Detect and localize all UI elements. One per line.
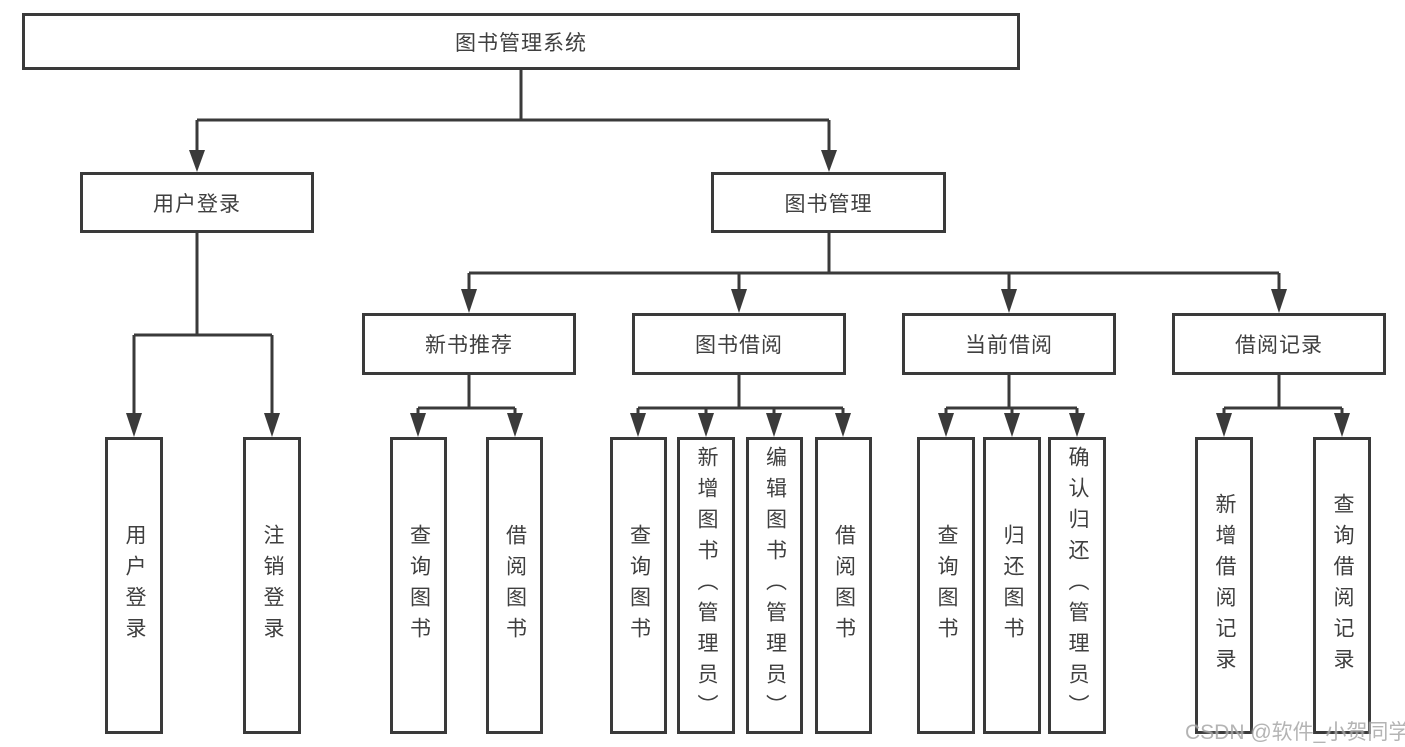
- node-user-login-label: 用户登录: [153, 192, 241, 216]
- node-borrowing-records-label: 借阅记录: [1235, 334, 1323, 357]
- node-leaf-borrow-books-recommend-label: 借阅图书: [503, 523, 527, 648]
- node-leaf-user-login-label: 用户登录: [123, 523, 146, 648]
- node-leaf-logout-label: 注销登录: [261, 523, 284, 648]
- node-leaf-query-books-current-label: 查询图书: [935, 523, 958, 648]
- node-leaf-confirm-return-admin: 确认归还（管理员）: [1048, 437, 1106, 734]
- node-root-system: 图书管理系统: [22, 13, 1020, 70]
- node-leaf-add-borrow-record: 新增借阅记录: [1195, 437, 1253, 734]
- node-book-borrowing-label: 图书借阅: [695, 334, 783, 357]
- node-book-borrowing: 图书借阅: [632, 313, 846, 375]
- node-leaf-borrow-books-recommend: 借阅图书: [486, 437, 543, 734]
- node-leaf-query-books-recommend: 查询图书: [390, 437, 447, 734]
- node-leaf-edit-books-admin: 编辑图书（管理员）: [746, 437, 803, 734]
- node-book-management-label: 图书管理: [784, 192, 873, 216]
- node-leaf-return-books-label: 归还图书: [1001, 523, 1024, 648]
- node-borrowing-records: 借阅记录: [1172, 313, 1386, 375]
- node-leaf-confirm-return-admin-label: 确认归还（管理员）: [1066, 446, 1089, 725]
- node-leaf-query-borrow-record-label: 查询借阅记录: [1331, 492, 1354, 679]
- node-leaf-query-books-borrow-label: 查询图书: [627, 523, 651, 648]
- node-leaf-edit-books-admin-label: 编辑图书（管理员）: [763, 446, 787, 725]
- node-leaf-query-books-current: 查询图书: [917, 437, 975, 734]
- node-root-system-label: 图书管理系统: [455, 31, 587, 55]
- node-current-borrowing-label: 当前借阅: [965, 334, 1053, 357]
- node-leaf-add-books-admin: 新增图书（管理员）: [677, 437, 735, 734]
- node-leaf-add-books-admin-label: 新增图书（管理员）: [695, 446, 718, 725]
- node-book-management: 图书管理: [711, 172, 946, 233]
- node-new-book-recommendation: 新书推荐: [362, 313, 576, 375]
- node-leaf-query-borrow-record: 查询借阅记录: [1313, 437, 1371, 734]
- node-leaf-borrow-books: 借阅图书: [815, 437, 872, 734]
- node-new-book-recommendation-label: 新书推荐: [425, 334, 513, 357]
- csdn-watermark: CSDN @软件_小贺同学: [1185, 721, 1405, 744]
- node-leaf-borrow-books-label: 借阅图书: [832, 523, 856, 648]
- node-leaf-return-books: 归还图书: [983, 437, 1041, 734]
- node-user-login: 用户登录: [80, 172, 314, 233]
- node-leaf-query-books-borrow: 查询图书: [610, 437, 667, 734]
- node-leaf-user-login: 用户登录: [105, 437, 163, 734]
- node-leaf-logout: 注销登录: [243, 437, 301, 734]
- node-leaf-add-borrow-record-label: 新增借阅记录: [1213, 492, 1236, 679]
- node-leaf-query-books-recommend-label: 查询图书: [407, 523, 431, 648]
- node-current-borrowing: 当前借阅: [902, 313, 1116, 375]
